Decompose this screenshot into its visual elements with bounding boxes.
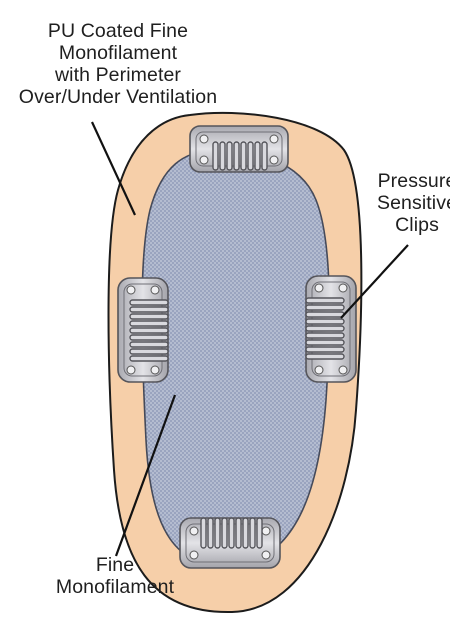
label-fine-mono-line-1: Fine [95,554,135,576]
mono-mesh [141,148,331,567]
label-fine-mono-line-2: Monofilament [55,576,175,598]
label-pu-coated-line-2: Monofilament [58,42,178,64]
label-clips-line-3: Clips [395,214,439,236]
label-pu-coated-line-4: Over/Under Ventilation [18,86,218,108]
clip-right [305,275,357,383]
leader-fine-mono [114,394,177,557]
label-pu-coated-line-3: with Perimeter [54,64,182,86]
clip-top [189,125,289,173]
leader-pu-coated [91,121,136,216]
clip-left [117,277,169,383]
label-fine-mono: Fine Monofilament [40,554,190,598]
label-clips-line-2: Sensitive [376,192,450,214]
label-clips: Pressure Sensitive Clips [362,170,450,236]
label-clips-line-1: Pressure [377,170,450,192]
label-pu-coated-line-1: PU Coated Fine [47,20,189,42]
leader-clips [340,244,409,319]
label-pu-coated: PU Coated Fine Monofilament with Perimet… [0,20,236,108]
clip-bottom [179,517,281,569]
